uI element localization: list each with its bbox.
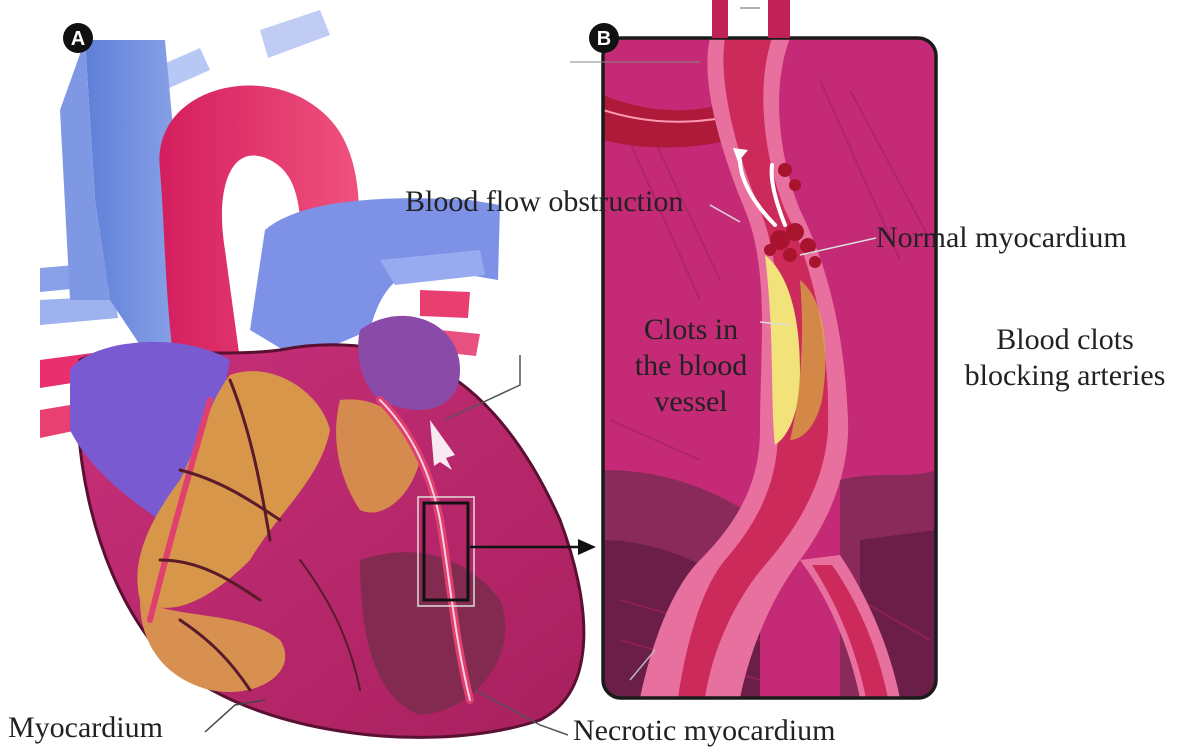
panel-a-letter: A <box>71 28 85 50</box>
label-blood-flow-obstruction: Blood flow obstruction <box>405 184 683 220</box>
label-normal-myocardium: Normal myocardium <box>876 220 1127 256</box>
label-clots-line3: vessel <box>616 384 766 420</box>
label-myocardium: Myocardium <box>8 710 163 746</box>
label-blood-clots-blocking: Blood clots blocking arteries <box>950 322 1180 394</box>
label-blood-clots-line2: blocking arteries <box>950 358 1180 394</box>
label-blood-clots-line1: Blood clots <box>950 322 1180 358</box>
label-clots-in-vessel: Clots in the blood vessel <box>616 312 766 420</box>
panel-b-letter: B <box>597 28 611 50</box>
label-clots-line2: the blood <box>616 348 766 384</box>
heart-panel-a: A <box>40 10 596 737</box>
label-clots-line1: Clots in <box>616 312 766 348</box>
label-necrotic-myocardium: Necrotic myocardium <box>573 713 835 749</box>
